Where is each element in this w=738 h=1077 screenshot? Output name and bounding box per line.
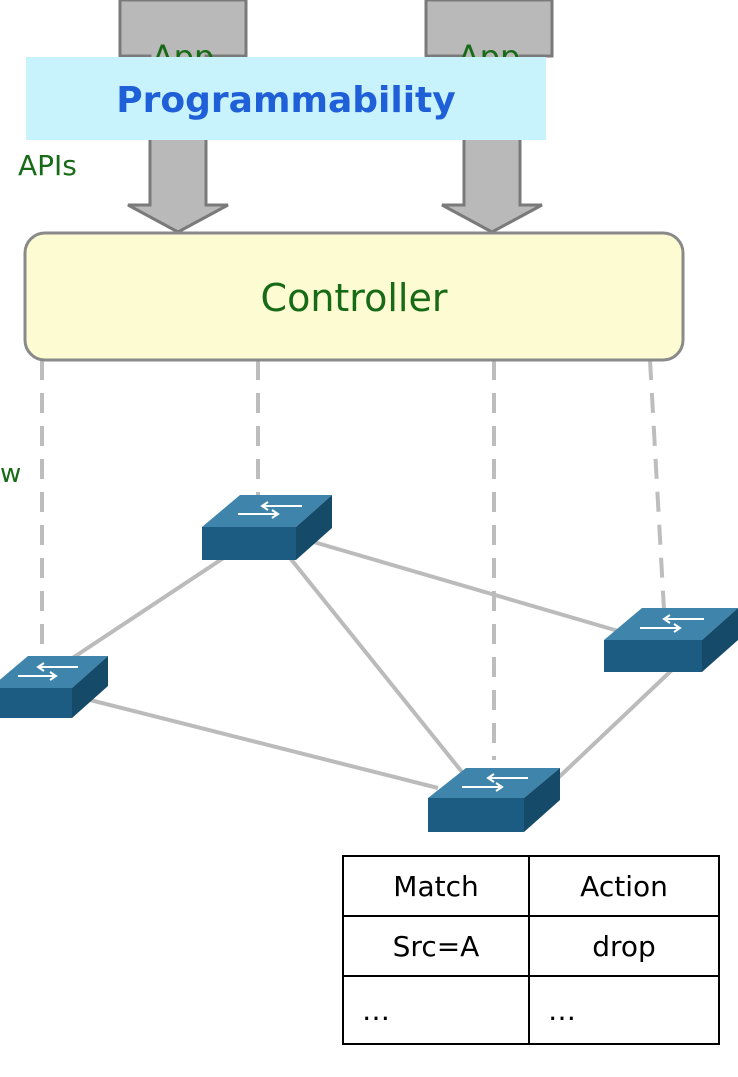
table-cell-action: … — [528, 975, 720, 1045]
switch-right — [604, 608, 738, 672]
table-cell-match: … — [341, 975, 531, 1045]
table-header-row: Match Action — [341, 855, 720, 917]
flow-table: Match Action Src=A drop … … — [341, 855, 720, 1045]
apis-label: APIs — [18, 149, 77, 182]
programmability-label: Programmability — [116, 80, 455, 121]
flow-table-container: Match Action Src=A drop … … — [340, 853, 720, 1068]
table-cell-action: drop — [528, 915, 720, 977]
table-cell-match: Src=A — [341, 915, 531, 977]
switch-top — [202, 495, 332, 560]
switch-bottom — [428, 768, 560, 832]
controller-box — [23, 231, 685, 362]
table-header-match: Match — [341, 855, 531, 917]
programmability-banner — [26, 57, 546, 140]
table-row: Src=A drop — [341, 915, 720, 977]
table-row: … … — [341, 975, 720, 1045]
switch-left — [0, 656, 108, 718]
cutoff-label: w — [0, 459, 21, 489]
controller-label: Controller — [261, 276, 448, 320]
table-header-action: Action — [528, 855, 720, 917]
control-channels — [40, 359, 666, 760]
network-links — [60, 536, 674, 790]
